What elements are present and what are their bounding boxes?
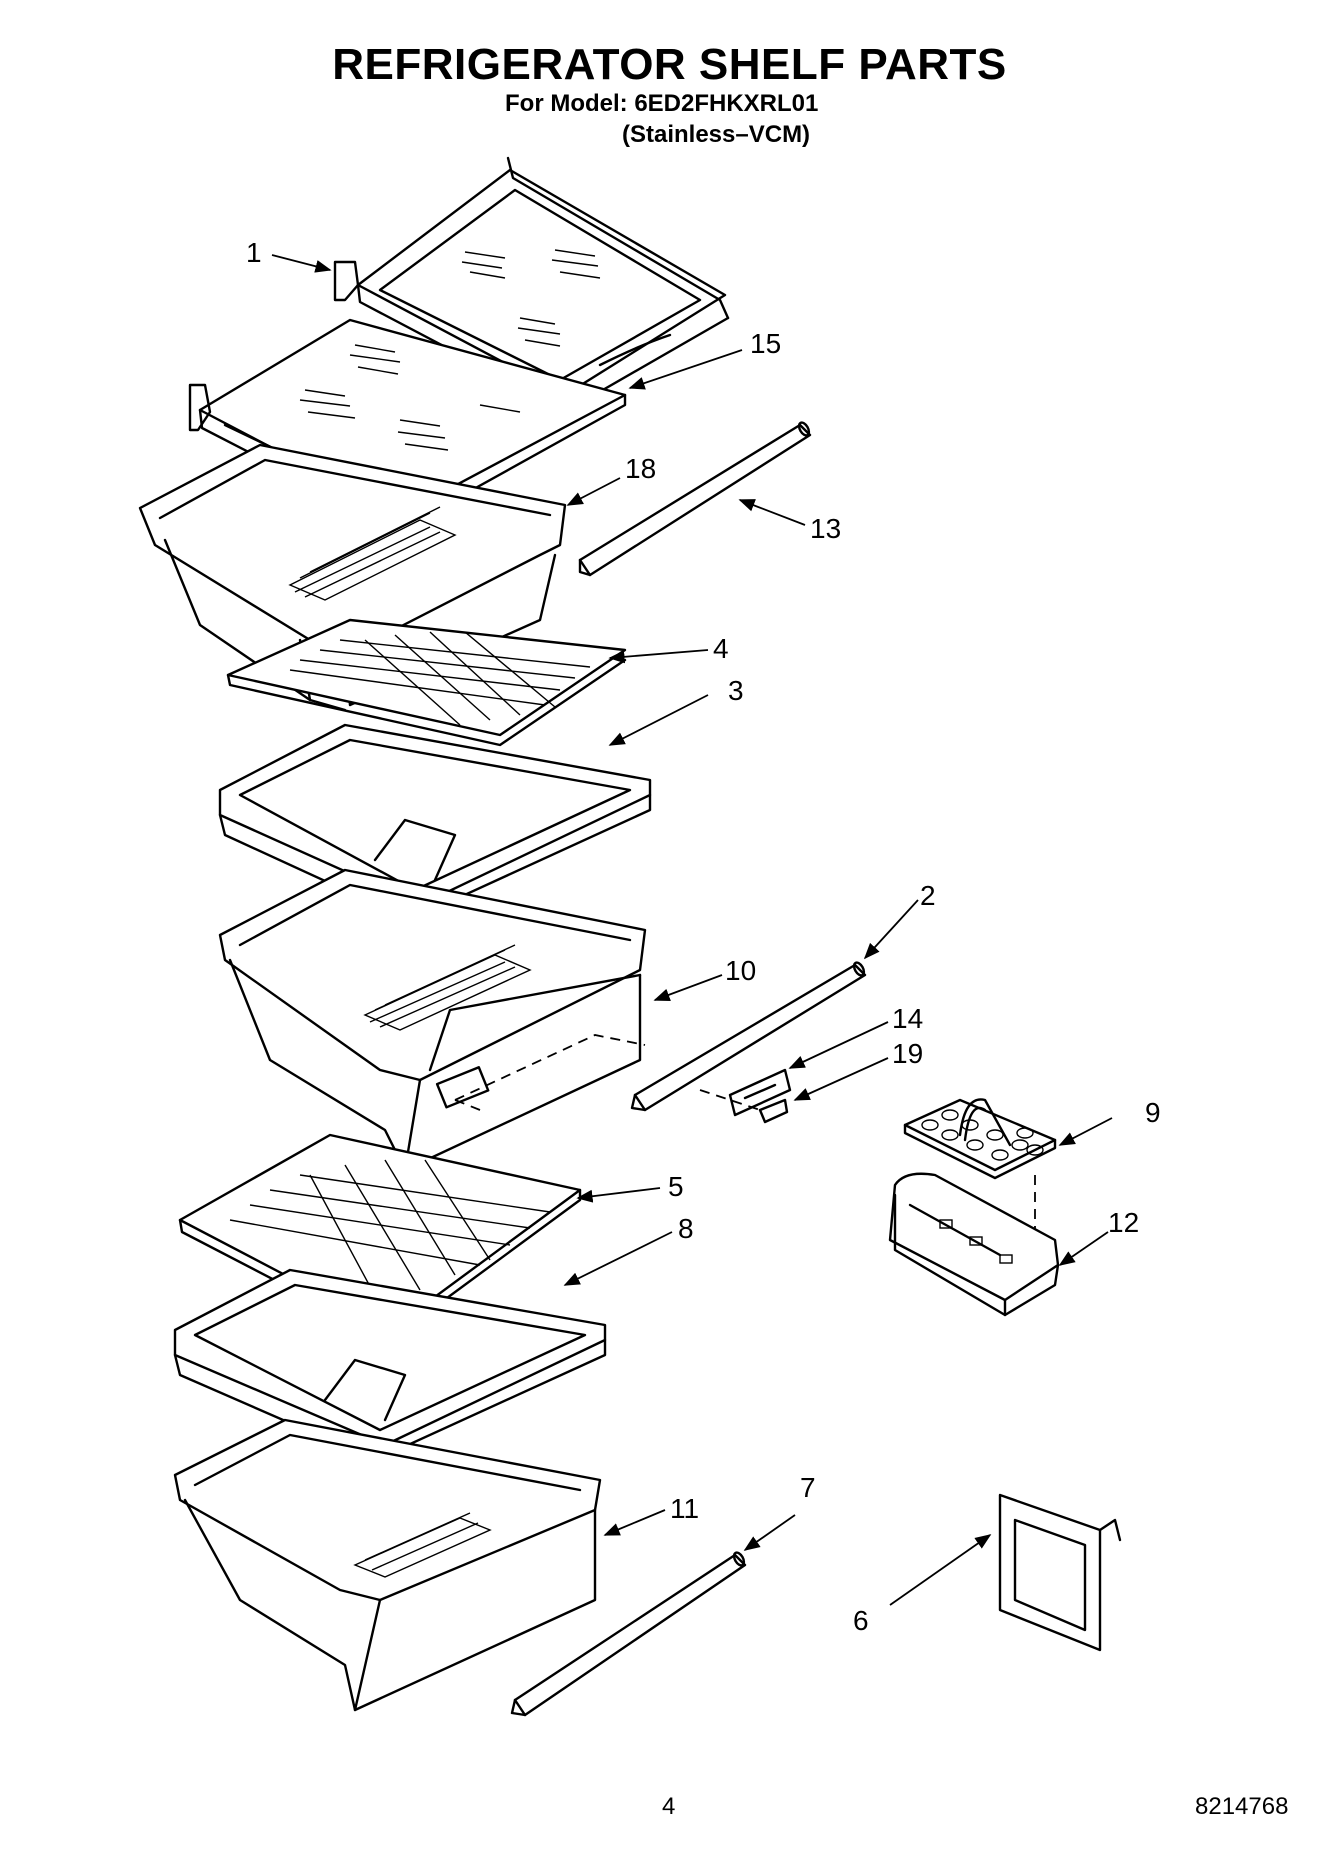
part-13-rail (578, 421, 812, 577)
part-11-lower-pan (173, 1418, 602, 1712)
callout-15: 15 (750, 328, 781, 359)
callout-3: 3 (728, 675, 744, 706)
callout-7: 7 (800, 1472, 816, 1503)
callout-6: 6 (853, 1605, 869, 1636)
part-12-egg-bin (888, 1172, 1060, 1317)
part-9-egg-tray-lid (903, 1098, 1057, 1245)
callout-5: 5 (668, 1171, 684, 1202)
part-14-clip (728, 1068, 792, 1117)
part-7-rail (510, 1551, 747, 1717)
callout-12: 12 (1108, 1207, 1139, 1238)
callout-leaders (271, 254, 1113, 1606)
callout-13: 13 (810, 513, 841, 544)
callout-14: 14 (892, 1003, 923, 1034)
callout-10: 10 (725, 955, 756, 986)
part-10-middle-pan (218, 868, 647, 1172)
callout-19: 19 (892, 1038, 923, 1069)
callout-11: 11 (670, 1493, 699, 1524)
callout-2: 2 (920, 880, 936, 911)
part-8-lower-cover-frame (173, 1268, 607, 1462)
part-6-bracket (998, 1493, 1122, 1652)
callout-1: 1 (246, 237, 262, 268)
model-line: For Model: 6ED2FHKXRL01 (505, 90, 819, 117)
callout-18: 18 (625, 453, 656, 484)
part-19-clip (699, 1089, 789, 1124)
callout-4: 4 (713, 633, 729, 664)
document-number: 8214768 (1195, 1793, 1289, 1820)
variant-line: (Stainless–VCM) (622, 121, 811, 148)
part-1-upper-glass-shelf (333, 156, 730, 412)
callout-9: 9 (1145, 1097, 1161, 1128)
page-title: REFRIGERATOR SHELF PARTS (332, 40, 1007, 89)
page-number: 4 (662, 1793, 676, 1820)
callout-numbers: 1 15 18 13 4 3 2 10 14 19 9 12 5 8 7 11 … (246, 237, 1161, 1636)
part-4-crisper-glass (226, 618, 627, 747)
part-2-rail (630, 961, 867, 1112)
callout-8: 8 (678, 1213, 694, 1244)
